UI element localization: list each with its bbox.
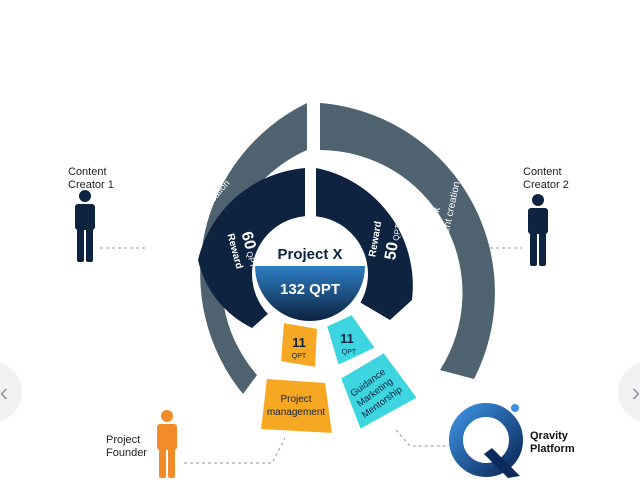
connector-founder: [184, 437, 286, 464]
creator2-person-icon: [528, 194, 548, 266]
box-orange-line1: Project: [280, 394, 311, 405]
small-left-unit: QPT: [292, 353, 307, 360]
guidance-box: [339, 351, 419, 431]
creator1-label-line2: Creator 1: [68, 179, 114, 191]
reward-right-unit: QPT: [391, 224, 403, 242]
qravity-logo-icon: [449, 403, 523, 478]
platform-label-line1: Qravity: [530, 430, 568, 442]
reward-right-amount: 50: [382, 241, 402, 262]
next-slide-button[interactable]: ›: [618, 362, 640, 422]
small-segment-left: [279, 321, 319, 369]
small-segment-right: [325, 313, 377, 367]
creator1-person-icon: [75, 190, 95, 262]
box-orange-line2: management: [267, 407, 326, 418]
platform-label-line2: Platform: [530, 443, 575, 455]
reward-segment-left: [198, 168, 305, 328]
connector-platform: [395, 429, 452, 447]
founder-label-line2: Founder: [106, 447, 147, 459]
founder-label-line1: Project: [106, 434, 141, 446]
small-left-amount: 11: [292, 335, 306, 350]
center-total: 132 QPT: [280, 281, 340, 298]
creator2-label-line2: Creator 2: [523, 179, 569, 191]
small-right-amount: 11: [340, 331, 354, 346]
creator1-label: Content Creator 1: [68, 166, 114, 192]
small-right-unit: QPT: [342, 349, 357, 356]
creator1-label-line1: Content: [68, 166, 107, 178]
founder-person-icon: [157, 410, 177, 478]
reward-left-amount: 60: [238, 230, 259, 252]
prev-slide-button[interactable]: ‹: [0, 362, 22, 422]
reward-left-unit: QPT: [245, 250, 258, 268]
chevron-left-icon: ‹: [0, 376, 9, 407]
creator2-label: Content Creator 2: [523, 166, 569, 192]
chevron-right-icon: ›: [631, 376, 640, 407]
platform-label: Qravity Platform: [530, 430, 575, 456]
creator2-label-line1: Content: [523, 166, 562, 178]
center-title: Project X: [277, 246, 342, 263]
founder-label: Project Founder: [106, 434, 147, 460]
outer-right-line1: Task: [428, 205, 443, 228]
outer-ring-left: [200, 103, 307, 394]
reward-segment-right: [316, 168, 413, 320]
project-management-box: [259, 377, 334, 435]
center-total-band: [255, 266, 365, 321]
outer-ring-right: [320, 103, 495, 379]
